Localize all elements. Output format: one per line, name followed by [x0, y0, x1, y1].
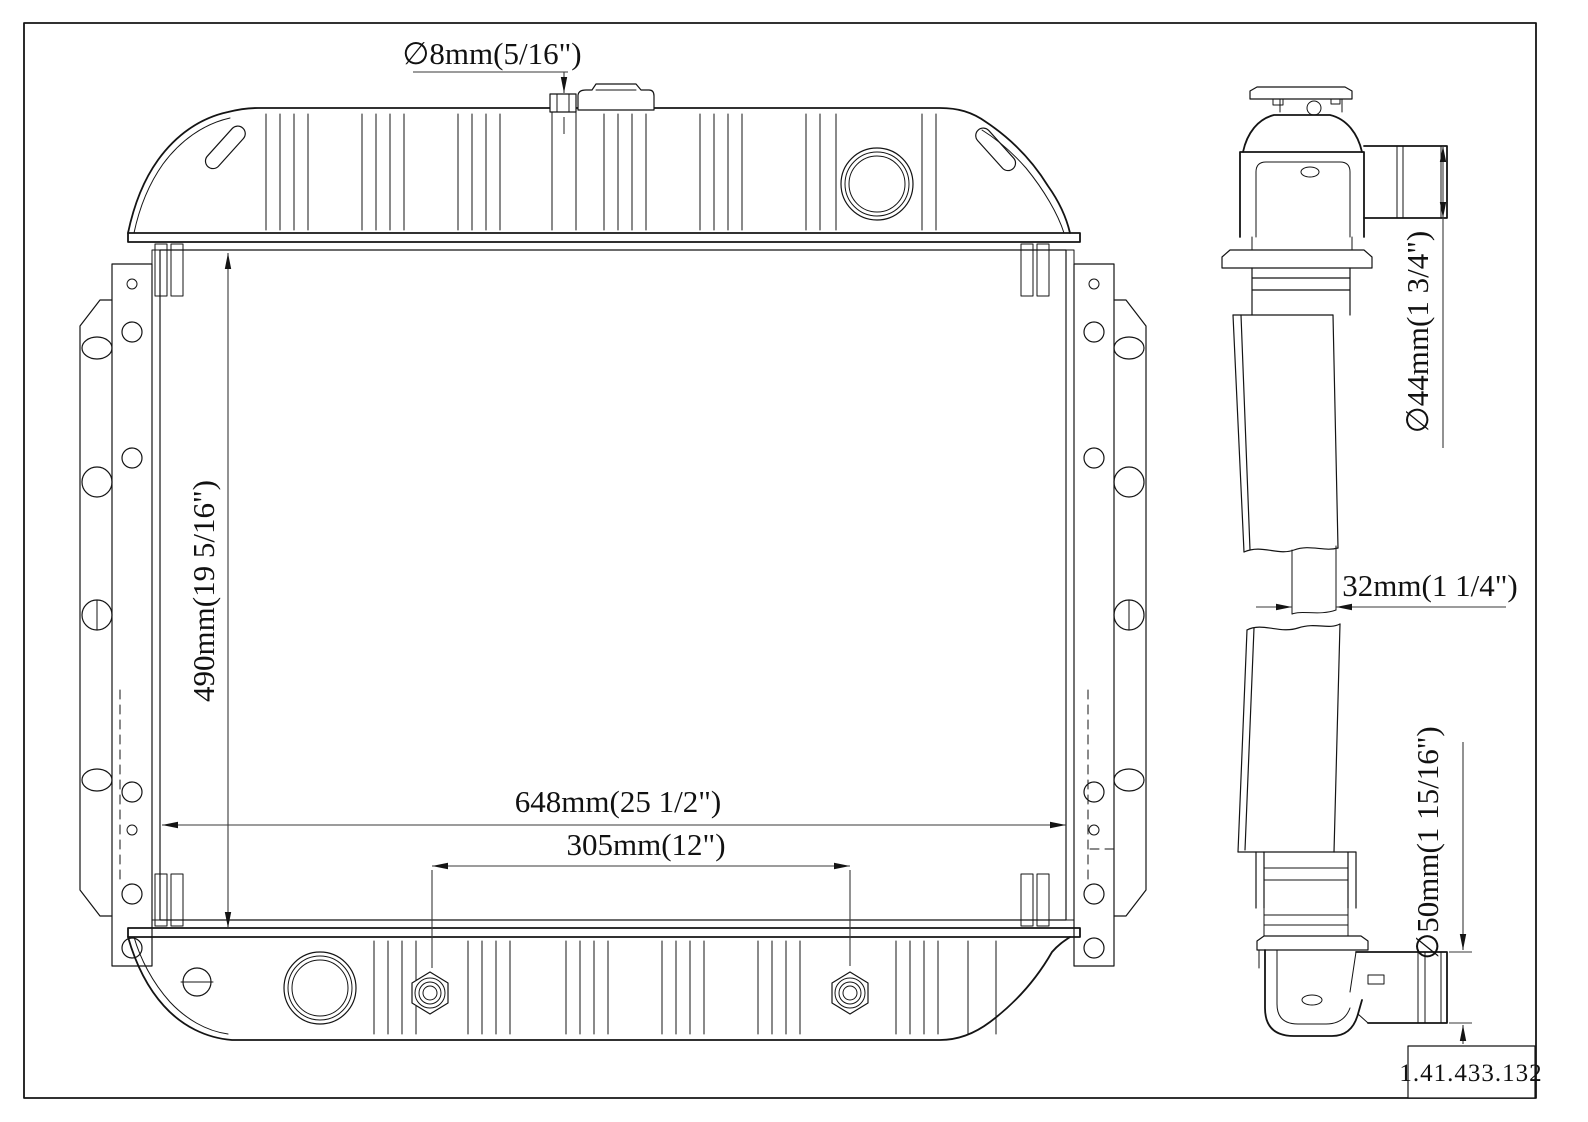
outlet-opening	[283, 951, 357, 1025]
dim-outlet-label: ∅50mm(1 15/16")	[1410, 726, 1445, 959]
tank-neck	[1251, 267, 1351, 316]
bottom-flange	[127, 927, 1081, 938]
top-tank-slot-right	[975, 127, 1017, 172]
core-break-thickness-lines	[1291, 545, 1337, 615]
bottom-tank-inner-left	[133, 936, 229, 1035]
bottom-cup-inner	[1276, 949, 1351, 1025]
bottom-cup-oval	[1301, 994, 1323, 1006]
dim-core-width-label: 648mm(25 1/2")	[515, 784, 721, 819]
right-bracket-holes	[1083, 278, 1145, 959]
right-bracket-plate	[1073, 263, 1115, 967]
left-bracket-outer-plate	[79, 299, 113, 917]
core-fin-band-right	[1065, 249, 1075, 921]
trans-cooler-fitting-left	[411, 971, 449, 1015]
part-number-box: 1.41.433.132	[1399, 1045, 1542, 1099]
dim-inlet-label: ∅44mm(1 3/4")	[1400, 231, 1435, 433]
cap-top-plate	[1249, 86, 1353, 100]
filler-opening	[840, 147, 914, 221]
part-number-frame	[1407, 1045, 1536, 1099]
tank-dome	[1242, 114, 1363, 153]
outlet-pipe-tab	[1367, 974, 1385, 985]
dim-core-thickness: 32mm(1 1/4")	[1256, 568, 1518, 611]
left-bracket-holes	[81, 278, 143, 959]
front-view-dimensions: ∅8mm(5/16") 490mm(19 5/16") 648mm(25 1/2…	[162, 36, 1066, 968]
left-bracket-plate	[111, 263, 153, 967]
core-lower-edges	[1237, 623, 1341, 853]
drawing-border	[23, 22, 1537, 1099]
cap-vent-hole	[1306, 100, 1322, 116]
side-view-dimensions: ∅44mm(1 3/4") 32mm(1 1/4") ∅50mm(1 15/16…	[1256, 146, 1518, 1044]
side-top-tank	[1221, 114, 1448, 316]
radiator-cap-front	[577, 83, 655, 111]
cap-ear-right	[1330, 98, 1341, 105]
core-lower-break-line	[1246, 623, 1341, 631]
cap-skirt	[1279, 98, 1343, 113]
dim-cooler-spacing: 305mm(12")	[431, 827, 851, 968]
dim-overflow-tube: ∅8mm(5/16")	[402, 36, 582, 134]
dim-overflow-tube-label: ∅8mm(5/16")	[402, 36, 581, 71]
top-flange	[127, 232, 1081, 243]
top-tank-inner-left	[133, 117, 231, 234]
dim-cooler-spacing-label: 305mm(12")	[566, 827, 725, 862]
tank-lower-flange	[1221, 249, 1373, 269]
drain-plug	[180, 967, 214, 997]
overflow-tube	[549, 93, 577, 113]
core-upper-edges	[1232, 314, 1339, 553]
bottom-flange-side	[1256, 935, 1369, 951]
top-tank	[127, 83, 1071, 234]
top-tank-slot-left	[204, 125, 246, 170]
core-break-lower-wave	[1291, 609, 1337, 615]
bottom-neck-2	[1263, 907, 1349, 937]
bottom-neck-beads	[1263, 867, 1349, 881]
right-mounting-bracket	[1073, 263, 1147, 967]
trans-cooler-fitting-right	[831, 971, 869, 1015]
dim-core-width: 648mm(25 1/2")	[162, 784, 1066, 829]
tank-to-flange-neck	[1251, 236, 1353, 251]
top-tank-ribs	[265, 113, 937, 231]
dim-outlet: ∅50mm(1 15/16")	[1410, 726, 1472, 1044]
tank-body	[1239, 151, 1365, 238]
bottom-tank-ribs	[373, 940, 997, 1035]
filler-neck-lines	[551, 111, 577, 231]
core-fin-band-left	[151, 249, 161, 921]
tank-inner-panel	[1255, 161, 1351, 238]
top-tank-inner-right	[981, 129, 1065, 234]
core-upper-break-line	[1243, 547, 1339, 553]
side-view: ∅44mm(1 3/4") 32mm(1 1/4") ∅50mm(1 15/16…	[1221, 86, 1518, 1044]
dim-core-thickness-label: 32mm(1 1/4")	[1342, 568, 1517, 603]
inlet-pipe	[1363, 145, 1448, 219]
top-tank-outline	[127, 107, 1071, 234]
mounting-studs	[154, 243, 1050, 927]
bottom-cup-outline	[1264, 949, 1363, 1037]
left-mounting-bracket	[79, 263, 153, 967]
front-view: ∅8mm(5/16") 490mm(19 5/16") 648mm(25 1/2…	[79, 36, 1147, 1041]
part-number-text: 1.41.433.132	[1399, 1060, 1542, 1087]
core-face	[159, 249, 1067, 921]
dim-core-height-label: 490mm(19 5/16")	[186, 480, 221, 702]
dim-inlet: ∅44mm(1 3/4")	[1400, 146, 1447, 448]
right-bracket-outer-plate	[1113, 299, 1147, 917]
outlet-pipe	[1349, 951, 1448, 1024]
side-core	[1232, 314, 1341, 853]
side-radiator-cap	[1249, 86, 1353, 116]
side-bottom-tank	[1255, 851, 1448, 1037]
bottom-tank	[127, 936, 1071, 1041]
dim-core-height: 490mm(19 5/16")	[186, 253, 232, 928]
tank-oval-hole	[1300, 166, 1320, 178]
cap-ear-left	[1272, 98, 1284, 106]
bottom-tank-outline	[127, 936, 1071, 1041]
